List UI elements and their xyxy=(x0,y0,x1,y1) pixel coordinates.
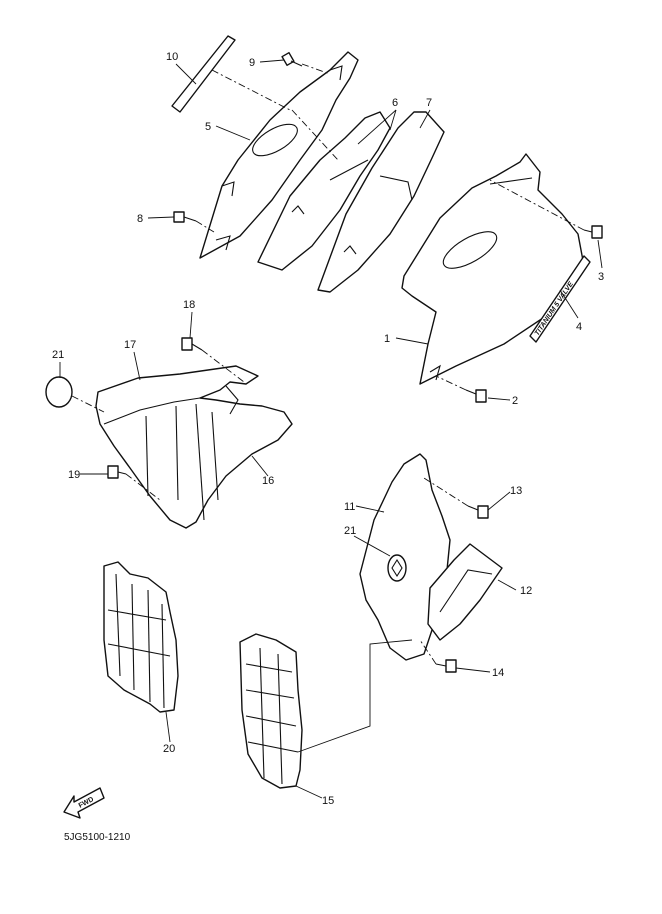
fwd-arrow: FWD xyxy=(63,787,105,819)
bolt-9 xyxy=(281,51,303,67)
part-7-shroud-strip xyxy=(317,111,445,293)
bolt-14 xyxy=(435,659,457,673)
callout-21-right: 21 xyxy=(344,525,356,537)
callout-5: 5 xyxy=(205,121,211,133)
part-10-decal-strip xyxy=(171,35,236,113)
part-11-rad-cover xyxy=(359,453,451,661)
callout-18: 18 xyxy=(183,299,195,311)
callout-7: 7 xyxy=(426,97,432,109)
part-12-cover-panel xyxy=(427,543,503,641)
part-15-louver xyxy=(239,633,303,789)
callout-14: 14 xyxy=(492,667,504,679)
part-21-emblem-left xyxy=(45,376,73,408)
callout-8: 8 xyxy=(137,213,143,225)
part-5-number-plate xyxy=(199,51,359,259)
figure-code: 5JG5100-1210 xyxy=(64,832,131,843)
bolt-13 xyxy=(467,505,489,519)
bolt-2 xyxy=(465,389,487,403)
callout-9: 9 xyxy=(249,57,255,69)
part-17-scoop xyxy=(95,365,293,529)
callout-21-left: 21 xyxy=(52,349,64,361)
callout-10: 10 xyxy=(166,51,178,63)
bolt-18 xyxy=(181,337,203,351)
callout-6: 6 xyxy=(392,97,398,109)
callout-1: 1 xyxy=(384,333,390,345)
callout-4: 4 xyxy=(576,321,582,333)
callout-2: 2 xyxy=(512,395,518,407)
callout-13: 13 xyxy=(510,485,522,497)
callout-16: 16 xyxy=(262,475,274,487)
callout-19: 19 xyxy=(68,469,80,481)
callout-20: 20 xyxy=(163,743,175,755)
part-1-side-cover xyxy=(401,153,585,385)
part-20-radiator-guard xyxy=(103,561,179,713)
bolt-19 xyxy=(107,465,127,479)
callout-11: 11 xyxy=(344,501,355,513)
callout-15: 15 xyxy=(322,795,334,807)
callout-17: 17 xyxy=(124,339,136,351)
callout-3: 3 xyxy=(598,271,604,283)
bolt-8 xyxy=(173,211,197,223)
callout-12: 12 xyxy=(520,585,532,597)
bolt-3 xyxy=(583,225,603,239)
